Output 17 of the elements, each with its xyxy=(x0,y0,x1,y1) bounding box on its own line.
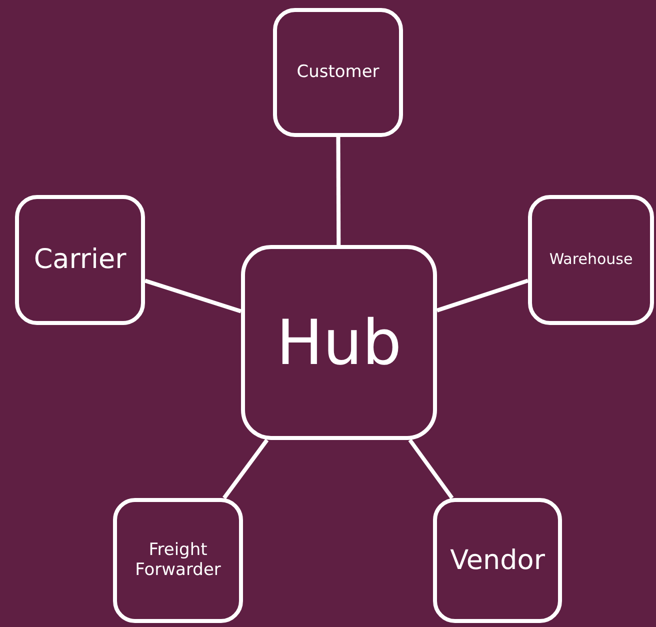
rounded-box xyxy=(273,8,403,137)
node-label: Vendor xyxy=(450,544,545,576)
connector-line xyxy=(408,438,454,500)
node-label: Warehouse xyxy=(549,251,633,269)
rounded-box xyxy=(528,195,654,325)
connector-line xyxy=(222,438,269,500)
node-label: Customer xyxy=(296,62,380,82)
connector-line xyxy=(436,278,529,312)
node-label: Hub xyxy=(276,306,402,378)
rounded-box xyxy=(433,498,562,623)
connector-line xyxy=(144,278,242,314)
rounded-box xyxy=(15,195,145,325)
node-label: Freight Forwarder xyxy=(134,540,222,580)
connector-line xyxy=(336,137,341,245)
rounded-box xyxy=(241,245,437,440)
rounded-box xyxy=(113,498,243,623)
node-label: Carrier xyxy=(34,244,126,276)
